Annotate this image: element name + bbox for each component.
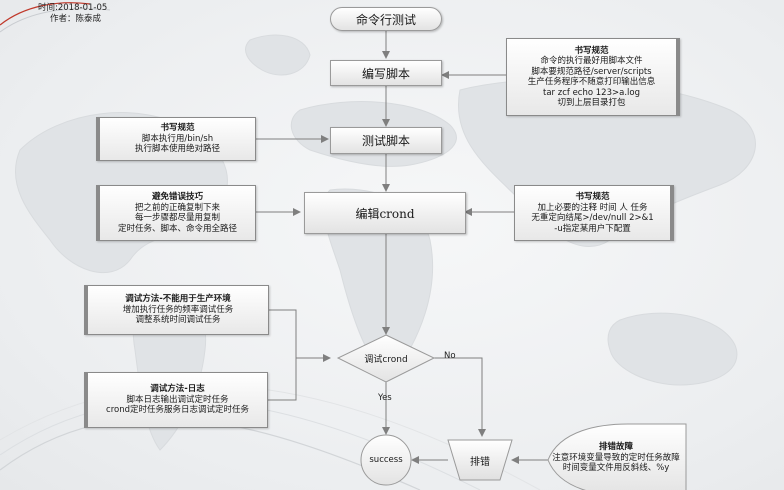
note-line: 执行脚本使用绝对路径 [134, 144, 220, 155]
note-debug-frequency[interactable]: 调试方法-不能用于生产环境 增加执行任务的频率调试任务 调整系统时间调试任务 [84, 285, 269, 335]
yes-label: Yes [378, 393, 392, 403]
note-title: 调试方法-日志 [150, 384, 205, 395]
note-title: 调试方法-不能用于生产环境 [125, 294, 231, 305]
note-line: crond定时任务服务日志调试定时任务 [106, 405, 249, 416]
note-line: 加上必要的注释 时间 人 任务 [537, 202, 648, 213]
arrow-decision-no [434, 357, 486, 437]
step-troubleshoot[interactable]: 排错 [470, 456, 490, 468]
note-line: 把之前的正确复制下来 [134, 202, 220, 213]
step-edit-crond[interactable]: 编辑crond [304, 192, 466, 234]
note-line: 每一步骤都尽量用复制 [134, 213, 220, 223]
author-label: 作者：陈泰成 [50, 14, 102, 24]
note-line: 注意环境变量导致的定时任务故障 [552, 452, 680, 463]
note-title: 书写规范 [160, 123, 195, 134]
note-line: 调整系统时间调试任务 [135, 315, 221, 326]
note-line: 脚本日志输出调试定时任务 [126, 394, 229, 405]
note-title: 书写规范 [574, 45, 609, 56]
note-line: 定时任务、脚本、命令用全路径 [117, 223, 237, 234]
no-label: No [444, 351, 456, 361]
note-line: 时间变量文件用反斜线、%y [562, 463, 670, 474]
step-write-script[interactable]: 编写脚本 [330, 60, 442, 86]
step-test-script[interactable]: 测试脚本 [330, 127, 442, 154]
note-line: 生产任务程序不随意打印输出信息 [527, 77, 656, 87]
arrow-debug2-to-decision [268, 358, 297, 401]
note-write-rules-1[interactable]: 书写规范 命令的执行最好用脚本文件 脚本要规范路径/server/scripts… [506, 38, 680, 116]
note-line: 脚本要规范路径/server/scripts [531, 66, 652, 77]
note-write-rules-2[interactable]: 书写规范 脚本执行用/bin/sh 执行脚本使用绝对路径 [96, 117, 256, 161]
end-success[interactable]: success [369, 455, 403, 465]
note-line: 脚本执行用/bin/sh [141, 133, 214, 144]
arrow-debug1-to-decision [269, 309, 331, 362]
note-debug-log[interactable]: 调试方法-日志 脚本日志输出调试定时任务 crond定时任务服务日志调试定时任务 [84, 372, 268, 428]
note-title: 避免错误技巧 [151, 192, 203, 202]
note-line: 无重定向结尾>/dev/null 2>&1 [531, 213, 654, 223]
note-fault[interactable]: 排错故障 注意环境变量导致的定时任务故障 时间变量文件用反斜线、%y [548, 436, 684, 480]
note-write-rules-3[interactable]: 书写规范 加上必要的注释 时间 人 任务 无重定向结尾>/dev/null 2>… [514, 185, 674, 241]
note-line: 命令的执行最好用脚本文件 [540, 56, 643, 66]
note-line: -u指定某用户下配置 [554, 223, 631, 234]
note-line: 增加执行任务的频率调试任务 [122, 304, 234, 315]
note-line: 切到上层目录打包 [557, 98, 626, 108]
note-avoid-errors[interactable]: 避免错误技巧 把之前的正确复制下来 每一步骤都尽量用复制 定时任务、脚本、命令用… [96, 185, 256, 241]
note-title: 排错故障 [598, 442, 633, 453]
flow-start-title[interactable]: 命令行测试 [330, 7, 442, 31]
date-label: 时间:2018-01-05 [38, 3, 108, 13]
decision-debug-crond[interactable]: 调试crond [364, 354, 408, 365]
note-line: tar zcf echo 123>a.log [543, 87, 640, 98]
note-title: 书写规范 [575, 192, 610, 202]
